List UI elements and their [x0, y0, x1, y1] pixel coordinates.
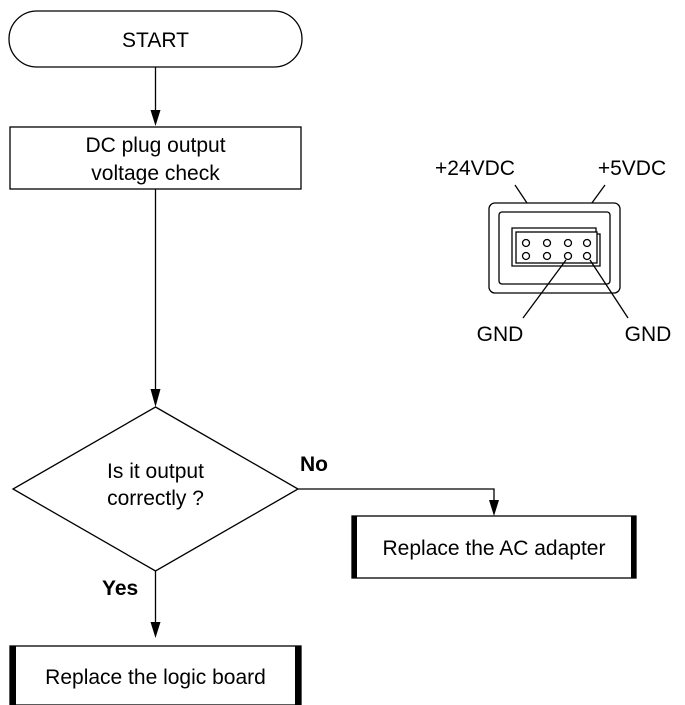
pin	[563, 238, 573, 248]
voltage-check-box: DC plug output voltage check	[9, 126, 302, 190]
voltage-check-line1: DC plug output	[85, 134, 225, 157]
dc-plug-connector: +24VDC +5VDC GND GND	[435, 157, 671, 346]
replace-logic-board-label: Replace the logic board	[45, 666, 266, 689]
decision-diamond: Is it output correctly ?	[11, 406, 300, 572]
replace-ac-adapter-label: Replace the AC adapter	[383, 537, 606, 560]
pin	[582, 251, 592, 261]
pin-24vdc-label: +24VDC	[435, 157, 515, 180]
voltage-check-line2: voltage check	[91, 162, 220, 185]
pin	[521, 238, 531, 248]
yes-label: Yes	[102, 577, 138, 600]
no-branch: No	[298, 453, 499, 516]
pin-5vdc-label: +5VDC	[598, 157, 666, 180]
pin	[542, 251, 552, 261]
replace-ac-adapter-box: Replace the AC adapter	[351, 515, 637, 579]
arrow-start-to-check	[150, 67, 161, 126]
start-label: START	[122, 29, 189, 52]
decision-line1: Is it output	[107, 460, 204, 483]
gnd-right-label: GND	[625, 323, 672, 346]
replace-logic-board-box: Replace the logic board	[9, 645, 302, 705]
no-label: No	[300, 453, 328, 476]
pin	[582, 238, 592, 248]
arrow-check-to-decision	[150, 189, 161, 407]
yes-branch: Yes	[102, 571, 161, 638]
decision-line2: correctly ?	[107, 487, 204, 510]
pin	[563, 251, 573, 261]
gnd-left-label: GND	[477, 323, 524, 346]
pin	[542, 238, 552, 248]
start-terminator: START	[8, 10, 303, 68]
pin	[521, 251, 531, 261]
